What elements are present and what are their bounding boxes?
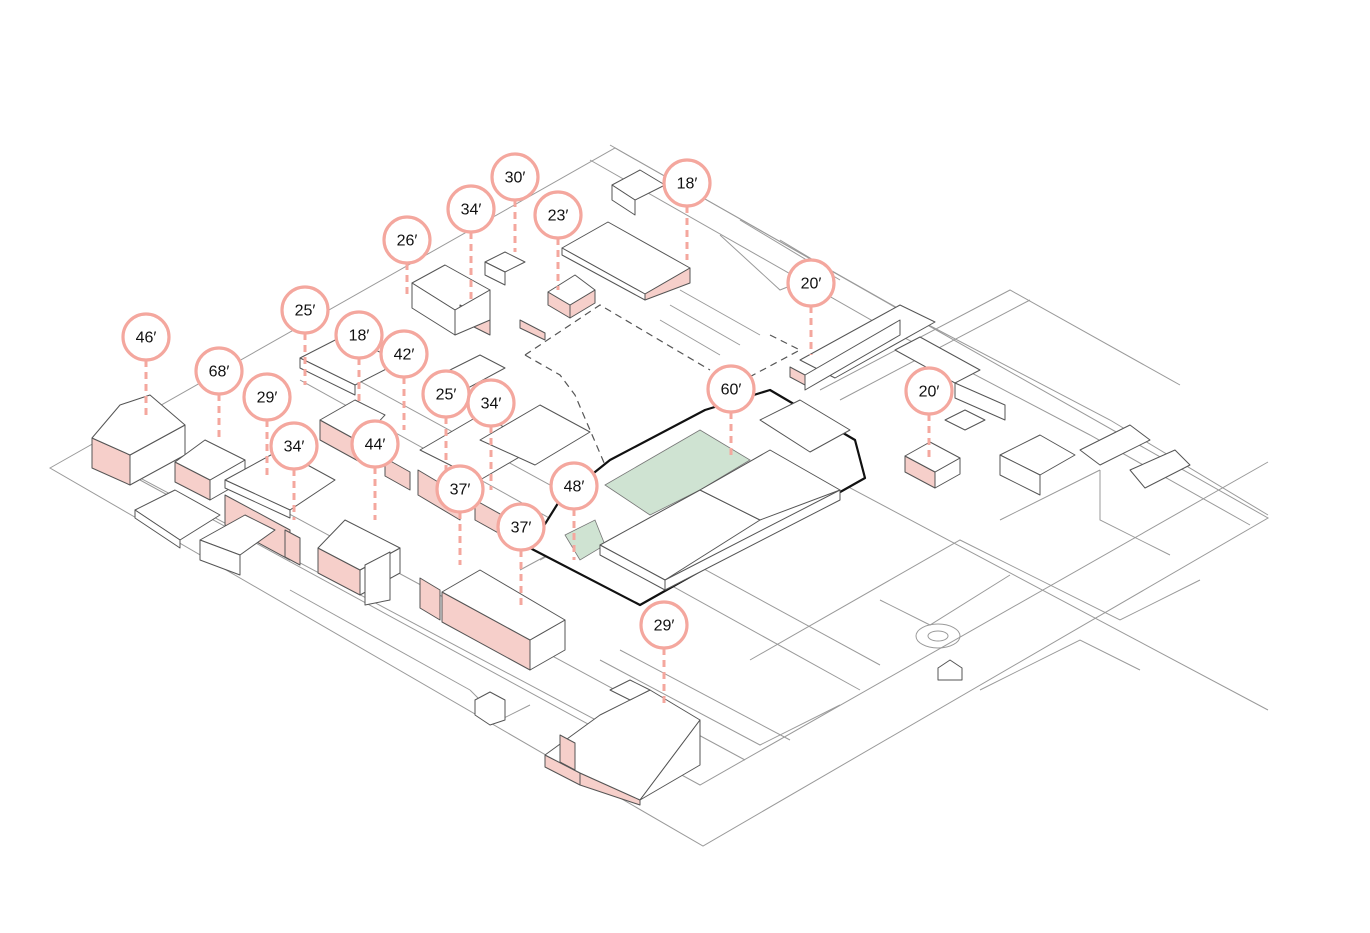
context-buildings-south [474,679,701,806]
height-label-circle [379,329,429,379]
height-label-bubble: 48′ [549,461,599,511]
height-label-bubble: 37′ [435,464,485,514]
height-labels: 46′ 68′ 29′ 25′ 34′ 18′ 44′ 26′ 42′ 34′ 30′ 23′ 25′ 3… [121,152,954,650]
height-label-circle [466,378,516,428]
height-label-bubble: 30′ [490,152,540,202]
context-buildings-west [91,334,591,671]
context-buildings-north [411,169,691,341]
height-label-bubble: 20′ [904,366,954,416]
height-label-text: 34′ [284,439,305,456]
height-label-text: 42′ [394,347,415,364]
height-label-bubble: 34′ [269,421,319,471]
height-label-circle [446,184,496,234]
height-label-circle [350,419,400,469]
height-label-circle [706,364,756,414]
height-label-text: 34′ [461,202,482,219]
height-label-bubble: 18′ [662,158,712,208]
height-label-circle [121,312,171,362]
height-label-bubble: 29′ [242,372,292,422]
height-label-text: 18′ [677,176,698,193]
height-label-circle [490,152,540,202]
height-label-circle [496,502,546,552]
height-label-text: 23′ [548,208,569,225]
height-label-circle [549,461,599,511]
height-label-bubble: 25′ [421,369,471,419]
height-label-bubble: 29′ [639,600,689,650]
height-label-circle [269,421,319,471]
height-label-bubble: 34′ [466,378,516,428]
height-label-circle [533,190,583,240]
height-label-bubble: 42′ [379,329,429,379]
height-label-circle [904,366,954,416]
height-label-text: 60′ [721,382,742,399]
height-label-text: 25′ [295,303,316,320]
height-label-bubble: 23′ [533,190,583,240]
height-label-bubble: 37′ [496,502,546,552]
height-label-bubble: 68′ [194,346,244,396]
height-label-circle [382,215,432,265]
height-label-circle [662,158,712,208]
height-label-circle [786,258,836,308]
height-label-circle [435,464,485,514]
courtyard-green [604,429,751,516]
height-label-bubble: 34′ [446,184,496,234]
height-label-circle [280,285,330,335]
height-label-text: 20′ [801,276,822,293]
height-leader-lines [144,200,931,705]
height-label-text: 29′ [257,390,278,407]
proposed-building [528,388,867,607]
height-label-text: 37′ [511,520,532,537]
height-label-text: 30′ [505,170,526,187]
height-label-bubble: 25′ [280,285,330,335]
height-label-text: 18′ [349,328,370,345]
height-label-text: 25′ [436,387,457,404]
height-label-bubble: 20′ [786,258,836,308]
height-label-bubble: 60′ [706,364,756,414]
height-label-bubble: 46′ [121,312,171,362]
height-label-bubble: 44′ [350,419,400,469]
height-label-circle [242,372,292,422]
height-label-text: 26′ [397,233,418,250]
height-label-circle [639,600,689,650]
height-label-bubble: 26′ [382,215,432,265]
context-buildings-east [789,304,1191,681]
height-label-text: 20′ [919,384,940,401]
height-label-text: 46′ [136,330,157,347]
height-label-text: 68′ [209,364,230,381]
height-label-circle [194,346,244,396]
height-label-circle [334,310,384,360]
height-label-text: 44′ [365,437,386,454]
height-label-text: 48′ [564,479,585,496]
height-label-text: 34′ [481,396,502,413]
height-label-bubble: 18′ [334,310,384,360]
height-label-text: 29′ [654,618,675,635]
height-label-text: 37′ [450,482,471,499]
